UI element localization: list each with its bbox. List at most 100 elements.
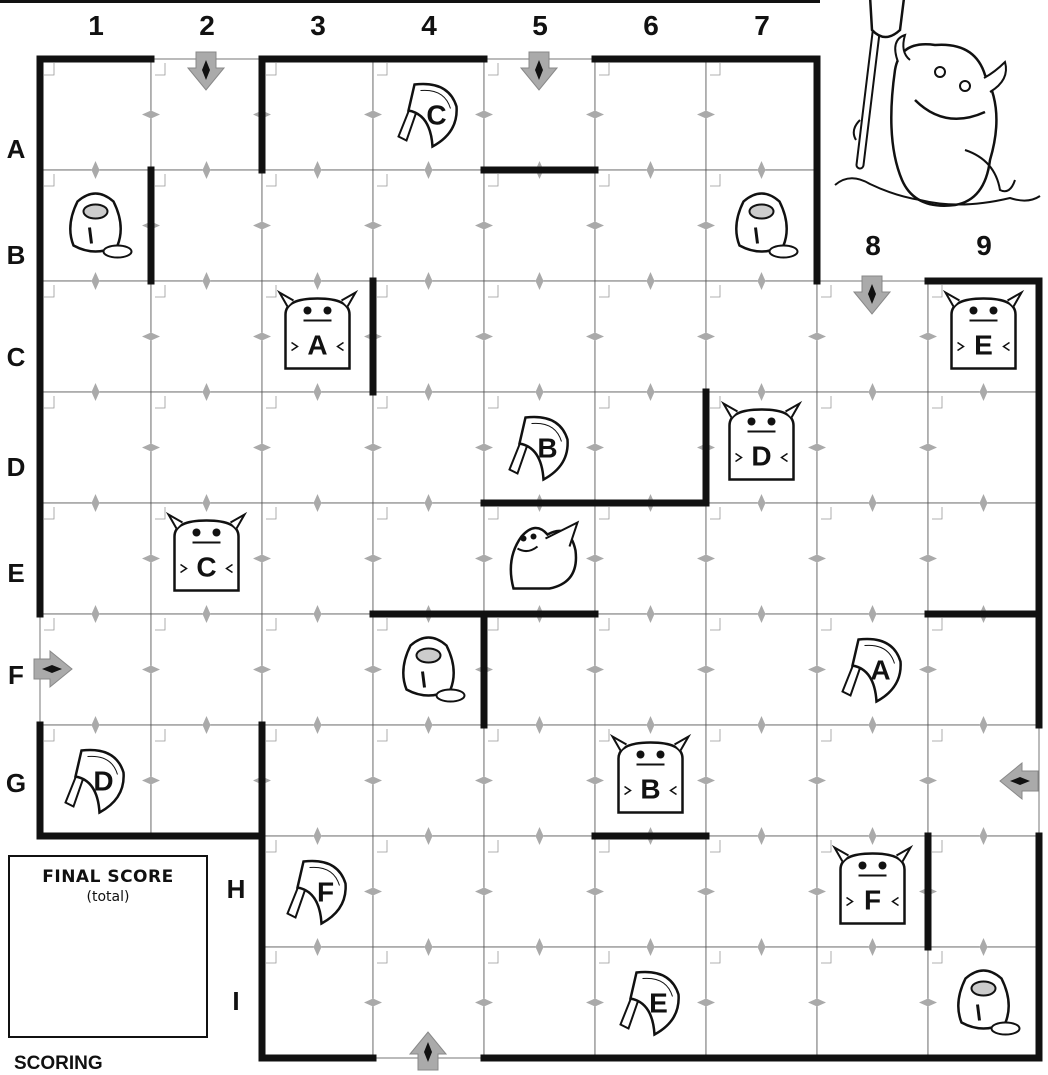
- grid-cell[interactable]: [151, 170, 262, 281]
- grid-cell[interactable]: [262, 614, 373, 725]
- grid-cell[interactable]: [706, 281, 817, 392]
- coin: [104, 246, 132, 258]
- monster-token[interactable]: F: [835, 848, 911, 924]
- final-score-box[interactable]: FINAL SCORE (total): [8, 855, 208, 1038]
- grid-cell[interactable]: [706, 503, 817, 614]
- grid-cell[interactable]: [595, 59, 706, 170]
- grid-cell[interactable]: [706, 947, 817, 1058]
- monster-token[interactable]: C: [169, 515, 245, 591]
- treasure-coins: [750, 205, 774, 219]
- monster-eye: [879, 862, 887, 870]
- grid-cell[interactable]: [151, 392, 262, 503]
- illus-eye: [960, 81, 970, 91]
- dragon-eye: [521, 536, 527, 542]
- grid-cell[interactable]: [595, 503, 706, 614]
- grid-cell[interactable]: [373, 170, 484, 281]
- grid-cell[interactable]: [262, 392, 373, 503]
- monster-eye: [768, 418, 776, 426]
- grid-cell[interactable]: [262, 947, 373, 1058]
- grid-cell[interactable]: [484, 725, 595, 836]
- token-letter: C: [196, 552, 216, 583]
- grid-cell[interactable]: [262, 59, 373, 170]
- monster-token[interactable]: B: [613, 737, 689, 813]
- monster-eye: [748, 418, 756, 426]
- final-score-subtitle: (total): [10, 889, 206, 905]
- column-label: 4: [421, 10, 437, 41]
- grid-cell[interactable]: [262, 725, 373, 836]
- column-label: 3: [310, 10, 326, 41]
- grid-cell[interactable]: [40, 503, 151, 614]
- monster-token[interactable]: E: [946, 293, 1022, 369]
- treasure-coins: [417, 649, 441, 663]
- grid-cell[interactable]: [706, 59, 817, 170]
- grid-cell[interactable]: [151, 281, 262, 392]
- scoring-heading: SCORING: [14, 1053, 103, 1075]
- grid-cell[interactable]: [595, 281, 706, 392]
- coin: [992, 1023, 1020, 1035]
- grid-cell[interactable]: [817, 392, 928, 503]
- grid-cell[interactable]: [817, 725, 928, 836]
- monster-illustration: [835, 0, 1040, 206]
- treasure-coins: [84, 205, 108, 219]
- token-letter: A: [870, 655, 890, 686]
- monster-token[interactable]: A: [280, 293, 356, 369]
- grid-cell[interactable]: [928, 503, 1039, 614]
- grid-cell[interactable]: [706, 836, 817, 947]
- grid-cell[interactable]: [151, 725, 262, 836]
- token-letter: C: [426, 100, 446, 131]
- row-label: C: [7, 342, 26, 372]
- grid-cell[interactable]: [595, 392, 706, 503]
- shovel-blade: [870, 0, 905, 37]
- treasure-bag: [736, 194, 786, 252]
- token-letter: F: [864, 885, 881, 916]
- grid-cell[interactable]: [817, 947, 928, 1058]
- column-label: 5: [532, 10, 548, 41]
- grid-cell[interactable]: [373, 503, 484, 614]
- row-label: G: [6, 768, 26, 798]
- monster-eye: [970, 307, 978, 315]
- row-label: D: [7, 452, 26, 482]
- grid-cell[interactable]: [706, 614, 817, 725]
- grid-cell[interactable]: [595, 614, 706, 725]
- token-letter: D: [751, 441, 771, 472]
- bag-strap: [978, 1005, 980, 1021]
- monster-eye: [304, 307, 312, 315]
- grid-cell[interactable]: [484, 614, 595, 725]
- column-label: 8: [865, 230, 881, 261]
- grid-cell[interactable]: [262, 503, 373, 614]
- grid-cell[interactable]: [40, 392, 151, 503]
- row-label: B: [7, 240, 26, 270]
- grid-cell[interactable]: [40, 59, 151, 170]
- grid-cell[interactable]: [40, 281, 151, 392]
- grid-cell[interactable]: [484, 836, 595, 947]
- grid-cell[interactable]: [595, 170, 706, 281]
- grid-cell[interactable]: [373, 725, 484, 836]
- monster-token[interactable]: D: [724, 404, 800, 480]
- token-letter: B: [640, 774, 660, 805]
- bag-strap: [423, 672, 425, 688]
- grid-cell[interactable]: [373, 392, 484, 503]
- grid-cell[interactable]: [928, 614, 1039, 725]
- column-label: 1: [88, 10, 104, 41]
- grid-cell[interactable]: [151, 614, 262, 725]
- grid-cell[interactable]: [373, 836, 484, 947]
- bag-strap: [756, 228, 758, 244]
- grid-cell[interactable]: [373, 281, 484, 392]
- monster-eye: [990, 307, 998, 315]
- token-letter: D: [93, 766, 113, 797]
- grid-cell[interactable]: [484, 947, 595, 1058]
- grid-cell[interactable]: [928, 392, 1039, 503]
- monster-eye: [193, 529, 201, 537]
- token-letter: A: [307, 330, 327, 361]
- grid-cell[interactable]: [262, 170, 373, 281]
- grid-cell[interactable]: [484, 170, 595, 281]
- monster-eye: [213, 529, 221, 537]
- grid-cell[interactable]: [595, 836, 706, 947]
- grid-cell[interactable]: [817, 503, 928, 614]
- grid-cell[interactable]: [928, 836, 1039, 947]
- column-label: 9: [976, 230, 992, 261]
- grid-cell[interactable]: [706, 725, 817, 836]
- treasure-bag: [403, 638, 453, 696]
- grid-cell[interactable]: [484, 281, 595, 392]
- monster-eye: [859, 862, 867, 870]
